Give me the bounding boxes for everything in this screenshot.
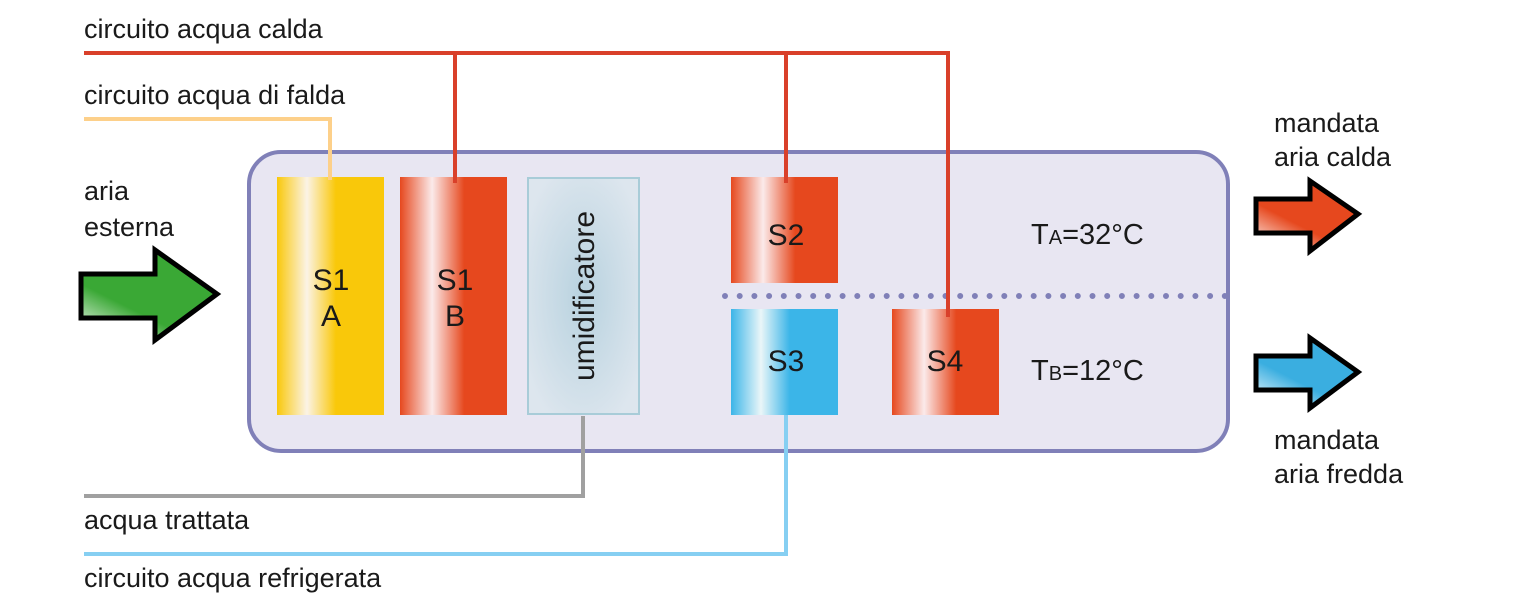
- inlet-label-line2: esterna: [84, 212, 175, 242]
- cold-outlet-label-line1: mandata: [1274, 425, 1380, 455]
- chilled-water-circuit-label: circuito acqua refrigerata: [84, 563, 382, 593]
- humidifier-box: [527, 177, 640, 415]
- block-s3: S3: [731, 309, 838, 415]
- s3-label: S3: [768, 345, 805, 378]
- temperature-a-value: =32°C: [1062, 219, 1144, 251]
- s2-coil: [731, 177, 838, 283]
- s1b-label-line1: S1: [437, 264, 474, 297]
- chilled-water-pipe: [84, 415, 788, 556]
- temperature-a-subscript: A: [1049, 227, 1063, 249]
- block-s1a: S1 A: [277, 177, 384, 415]
- hot-water-pipe-main: [84, 51, 950, 317]
- ground-water-circuit-label: circuito acqua di falda: [84, 80, 346, 110]
- humidifier-label: umidificatore: [568, 211, 601, 381]
- treated-water-pipe: [84, 416, 585, 498]
- temperature-b-value: =12°C: [1062, 355, 1144, 387]
- s3-coil: [731, 309, 838, 415]
- hot-outlet-arrow-icon: [1253, 176, 1363, 257]
- cold-outlet-label-line2: aria fredda: [1274, 459, 1404, 489]
- block-humidifier: umidificatore: [527, 177, 640, 415]
- hot-outlet-label-line2: aria calda: [1274, 142, 1392, 172]
- s1a-label-line1: S1: [313, 264, 350, 297]
- temperature-b: TB=12°C: [1031, 355, 1144, 387]
- s1b-label-line2: B: [445, 300, 465, 333]
- block-s4: S4: [892, 309, 999, 415]
- hot-outlet-label-line1: mandata: [1274, 108, 1380, 138]
- hot-water-circuit-label: circuito acqua calda: [84, 14, 324, 44]
- s1b-coil: [400, 177, 507, 415]
- block-s1b: S1 B: [400, 177, 507, 415]
- temperature-b-prefix: T: [1031, 355, 1049, 387]
- s1a-coil: [277, 177, 384, 415]
- s2-label: S2: [768, 219, 805, 252]
- s1a-label-line2: A: [321, 300, 341, 333]
- temperature-b-subscript: B: [1049, 363, 1062, 385]
- block-s2: S2: [731, 177, 838, 283]
- s4-coil: [892, 309, 999, 415]
- temperature-a: TA=32°C: [1031, 219, 1144, 251]
- cold-outlet-arrow-icon: [1253, 333, 1363, 413]
- ground-water-pipe: [84, 117, 332, 180]
- inlet-arrow-icon: [78, 245, 222, 345]
- s4-label: S4: [927, 345, 964, 378]
- treated-water-label: acqua trattata: [84, 505, 250, 535]
- temperature-a-prefix: T: [1031, 219, 1049, 251]
- inlet-label-line1: aria: [84, 176, 130, 206]
